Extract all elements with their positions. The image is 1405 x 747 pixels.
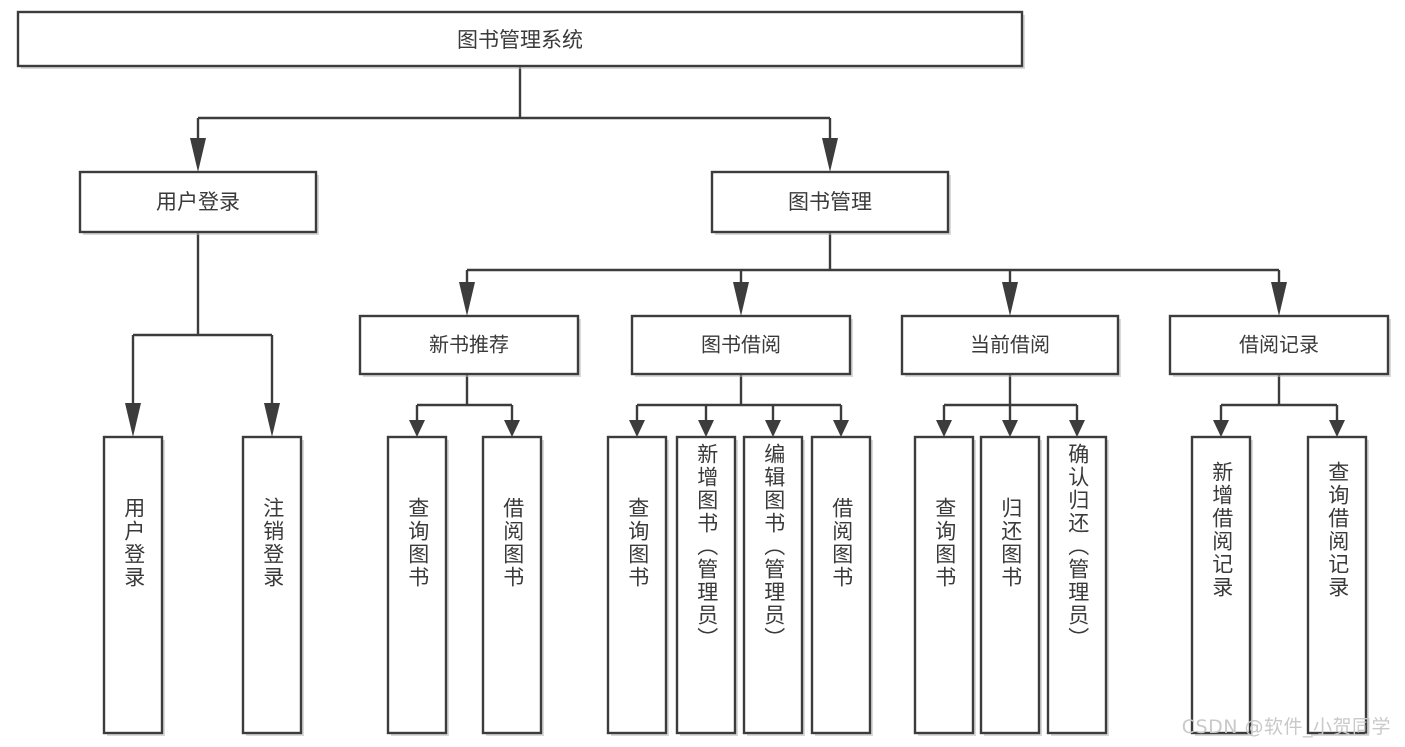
leaf-edit-book-box[interactable] xyxy=(742,435,804,735)
arrowhead-leaf-query-record xyxy=(1329,420,1345,437)
arrowhead-new-book-recommend xyxy=(459,282,475,316)
connector-group xyxy=(131,66,1339,420)
user-login-node-label: 用户登录 xyxy=(156,190,240,214)
current-borrow-node-box[interactable] xyxy=(900,314,1120,376)
arrowhead-leaf-borrow-book-rec xyxy=(504,420,520,437)
arrowhead-leaf-edit-book xyxy=(765,420,781,437)
arrowhead-user-login xyxy=(190,138,206,172)
node-box-group: 图书管理系统 用户登录 图书管理 新书推荐 图书借阅 当前借阅 借阅记录 xyxy=(16,10,1391,377)
leaf-query-record-box[interactable] xyxy=(1306,435,1368,735)
leaf-query-book-current-box[interactable] xyxy=(913,435,975,735)
borrow-record-node-label: 借阅记录 xyxy=(1239,333,1319,357)
book-borrow-node-box[interactable] xyxy=(630,314,852,376)
user-login-node-box[interactable] xyxy=(78,170,318,234)
leaf-query-book-borrow-box[interactable] xyxy=(606,435,668,735)
new-book-recommend-node-box[interactable] xyxy=(358,314,580,376)
arrowhead-leaf-borrow-book xyxy=(833,420,849,437)
arrowhead-leaf-add-record xyxy=(1213,420,1229,437)
leaf-add-record-box[interactable] xyxy=(1190,435,1252,735)
current-borrow-node-label: 当前借阅 xyxy=(970,333,1050,357)
csdn-watermark: CSDN @软件_小贺同学 xyxy=(1181,716,1391,738)
borrow-record-node-box[interactable] xyxy=(1168,314,1390,376)
book-manage-node-label: 图书管理 xyxy=(788,190,872,214)
arrowhead-group xyxy=(125,138,1345,437)
arrowhead-leaf-query-book-rec xyxy=(409,420,425,437)
arrowhead-leaf-logout xyxy=(264,403,280,437)
arrowhead-leaf-add-book xyxy=(698,420,714,437)
leaf-logout-box[interactable] xyxy=(241,435,303,735)
arrowhead-leaf-return-book xyxy=(1002,420,1018,437)
arrowhead-leaf-confirm-return xyxy=(1069,420,1085,437)
root-node-label: 图书管理系统 xyxy=(457,28,583,52)
leaf-borrow-book-rec-box[interactable] xyxy=(481,435,543,735)
leaf-add-book-box[interactable] xyxy=(675,435,737,735)
arrowhead-book-borrow xyxy=(733,282,749,316)
leaf-borrow-book-box[interactable] xyxy=(810,435,872,735)
arrowhead-book-manage xyxy=(822,138,838,172)
leaf-return-book-box[interactable] xyxy=(979,435,1041,735)
leaf-query-book-rec-box[interactable] xyxy=(386,435,448,735)
book-borrow-node-label: 图书借阅 xyxy=(701,333,781,357)
arrowhead-current-borrow xyxy=(1002,282,1018,316)
book-manage-node-box[interactable] xyxy=(710,170,950,234)
root-node-box[interactable] xyxy=(16,10,1024,68)
leaf-box-group xyxy=(102,435,1369,736)
arrowhead-leaf-query-book-current xyxy=(936,420,952,437)
new-book-recommend-node-label: 新书推荐 xyxy=(429,333,509,357)
arrowhead-borrow-record xyxy=(1271,282,1287,316)
leaf-confirm-return-box[interactable] xyxy=(1046,435,1108,735)
arrowhead-leaf-query-book-borrow xyxy=(629,420,645,437)
arrowhead-leaf-user-login xyxy=(125,403,141,437)
leaf-user-login-box[interactable] xyxy=(102,435,164,735)
